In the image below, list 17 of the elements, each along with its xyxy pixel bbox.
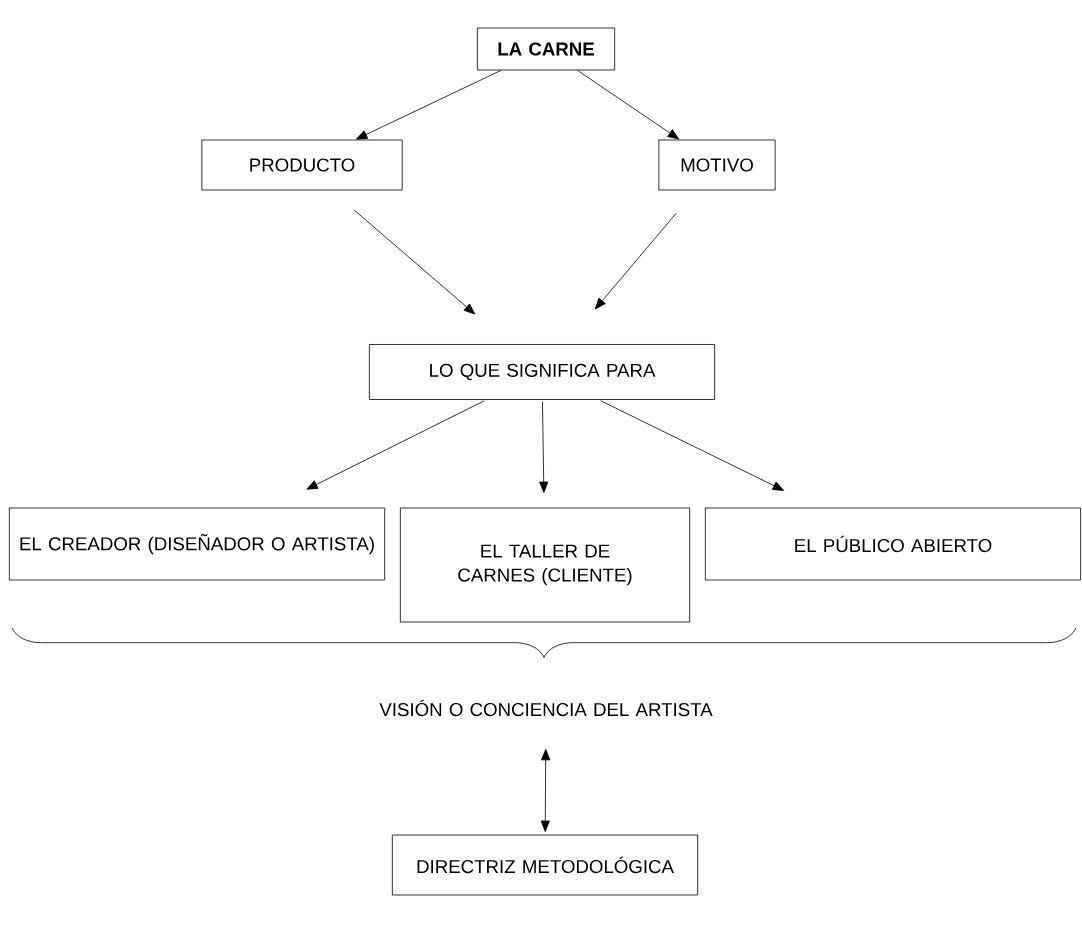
arrow [539, 401, 549, 493]
arrow [356, 70, 502, 140]
arrow [540, 748, 551, 832]
arrow [577, 70, 680, 140]
process-box: LO QUE SIGNIFICA PARA [368, 344, 716, 400]
arrow [353, 209, 476, 315]
arrow [600, 400, 784, 491]
process-box: DIRECTRIZ METODOLÓGICA [391, 834, 699, 896]
process-box: EL CREADOR (DISEÑADOR O ARTISTA) [8, 507, 386, 581]
arrow [594, 212, 677, 310]
text-label: VISIÓN O CONCIENCIA DEL ARTISTA [379, 699, 713, 717]
title-box: LA CARNE [476, 27, 616, 71]
process-box: MOTIVO [658, 139, 776, 191]
arrow [306, 400, 485, 490]
process-box: PRODUCTO [201, 139, 403, 191]
process-box: EL PÚBLICO ABIERTO [704, 507, 1082, 581]
process-box: EL TALLER DE CARNES (CLIENTE) [399, 507, 691, 623]
